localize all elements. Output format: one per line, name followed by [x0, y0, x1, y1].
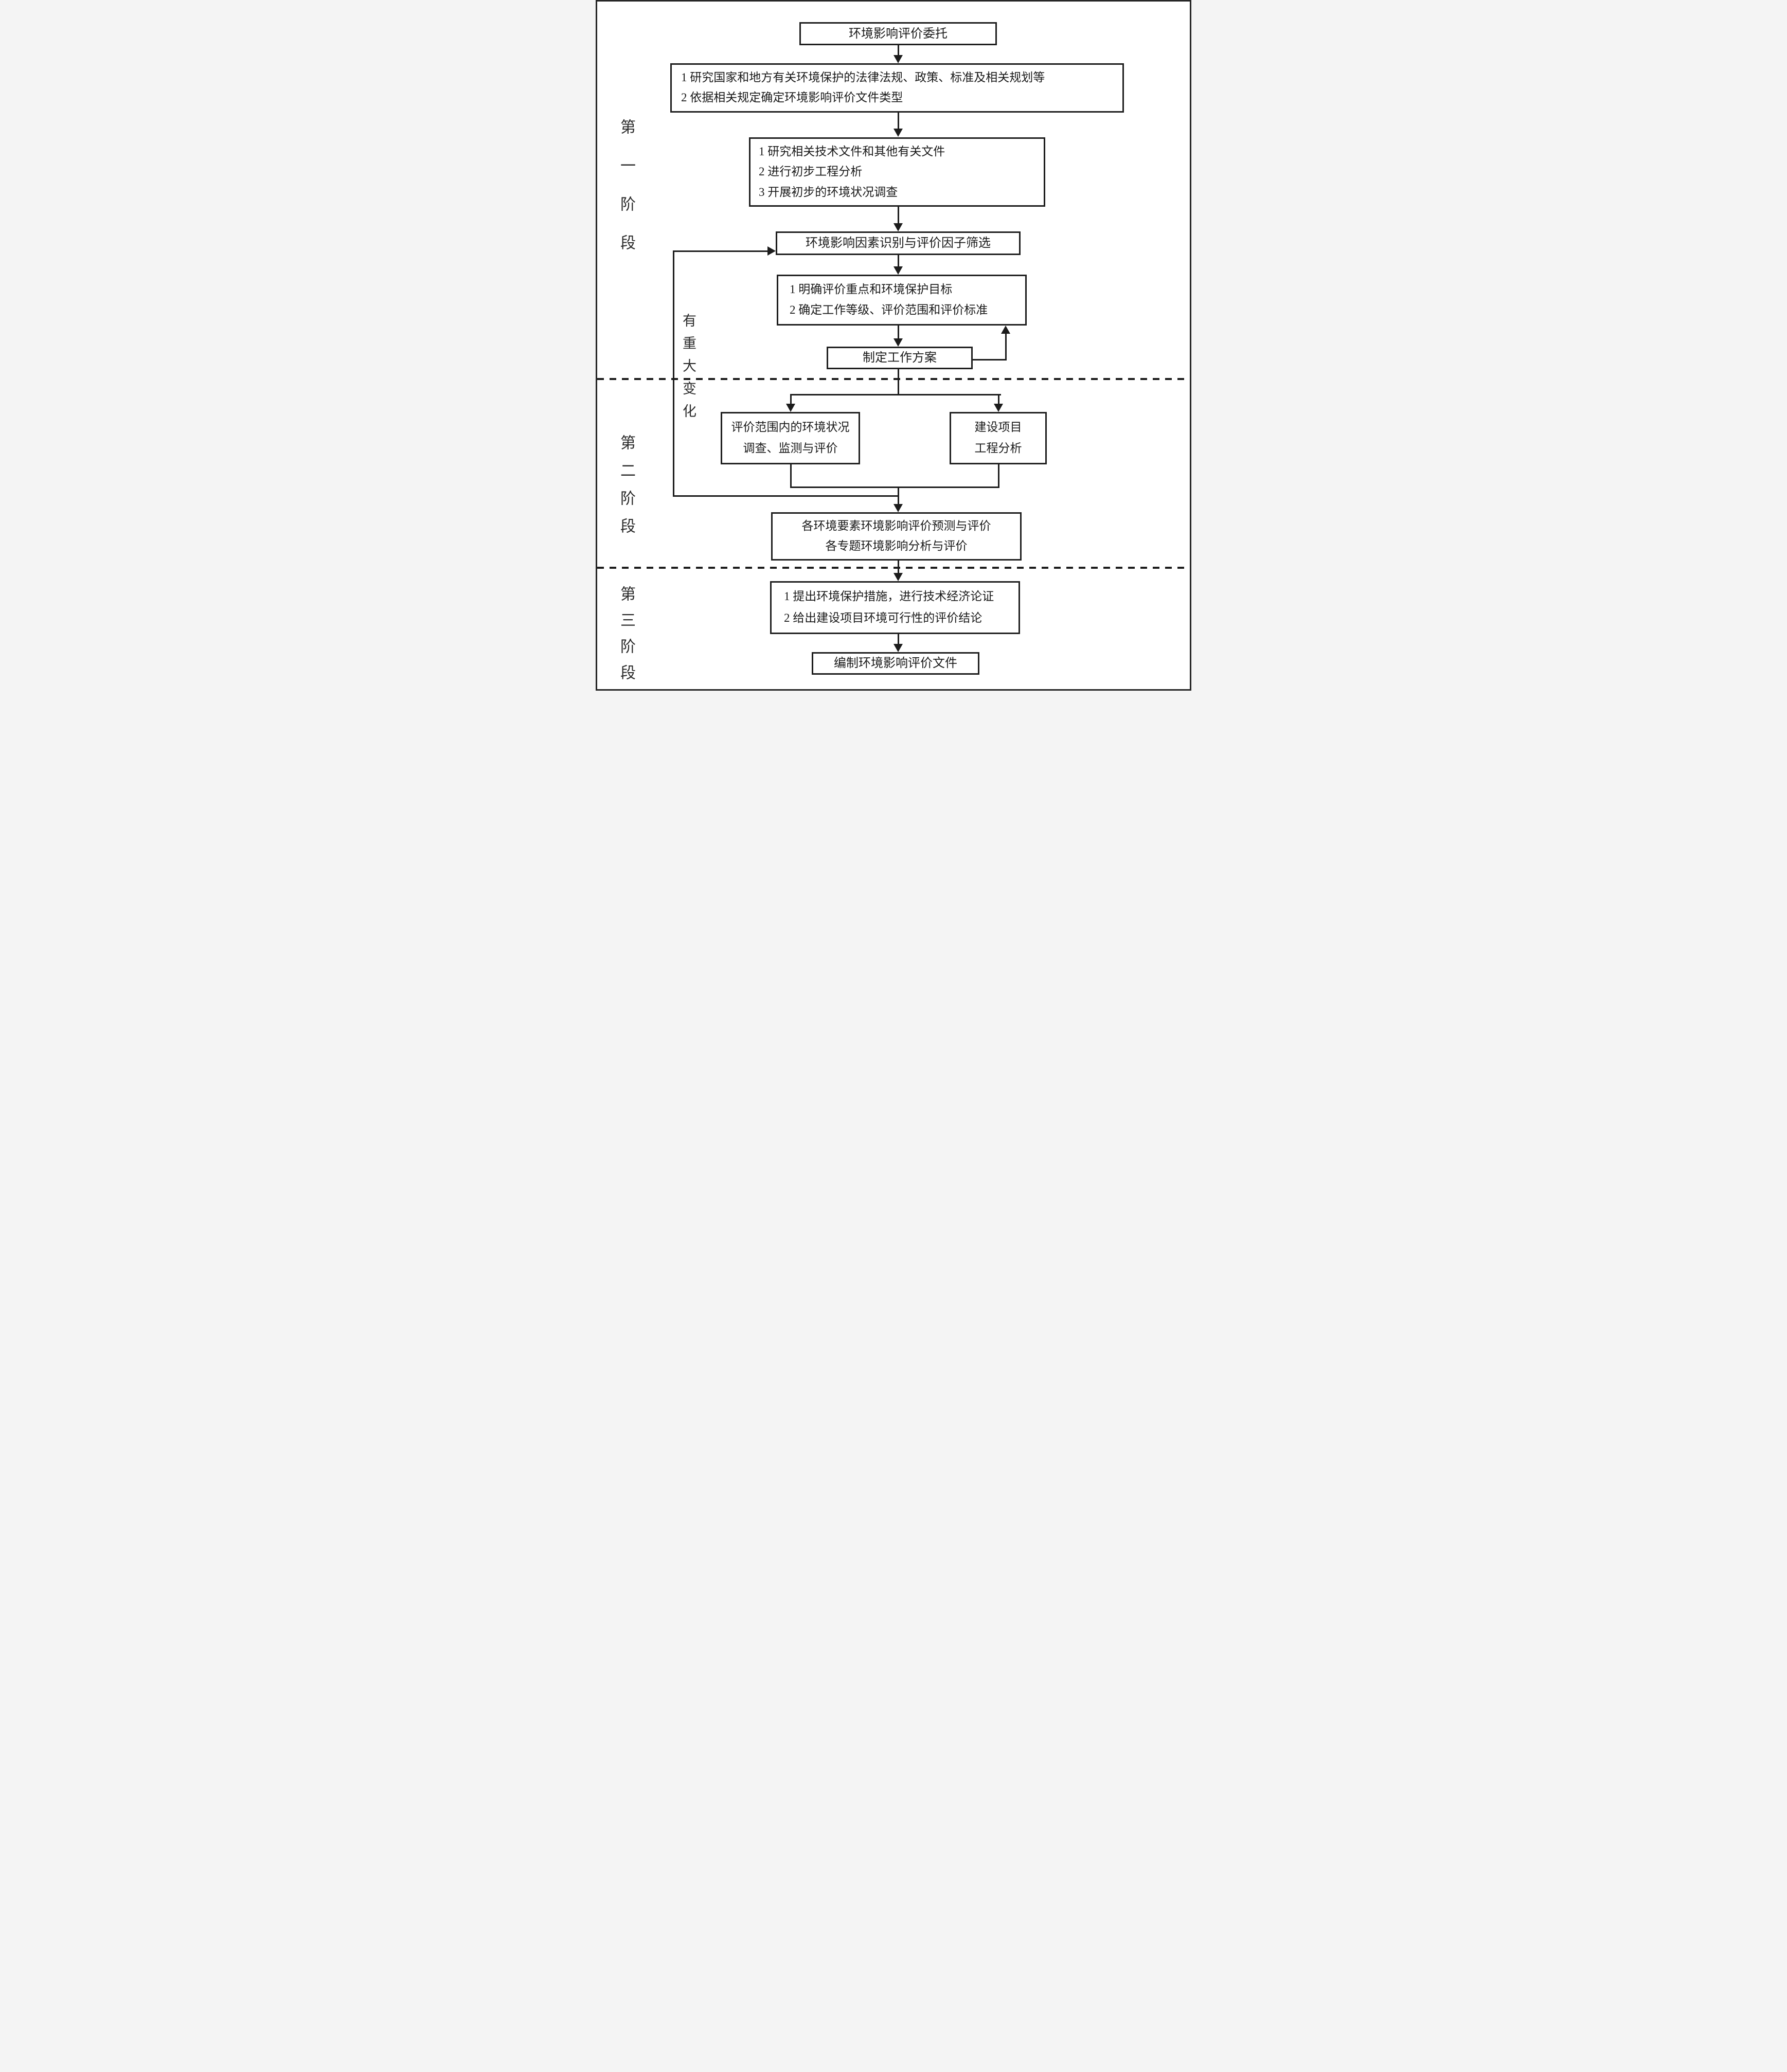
arrow-down-icon [786, 404, 795, 412]
stage-divider-1 [597, 378, 1190, 380]
node-research-tech: 1 研究相关技术文件和其他有关文件 2 进行初步工程分析 3 开展初步的环境状况… [749, 137, 1045, 207]
connector-line [790, 464, 792, 488]
arrow-down-icon [894, 644, 903, 652]
list-item: 2 进行初步工程分析 [759, 165, 863, 178]
major-change-loop-label: 有重大变化 [681, 313, 696, 426]
feedback-loop-left-line [673, 250, 674, 497]
connector-line [898, 45, 899, 56]
node-env-survey: 评价范围内的环境状况 调查、监测与评价 [721, 412, 860, 464]
list-item: 3 开展初步的环境状况调查 [759, 185, 898, 199]
arrow-down-icon [894, 266, 903, 275]
box-text-line: 建设项目 [974, 420, 1022, 434]
stage-1-label: 第一阶段 [618, 119, 635, 273]
node-research-laws: 1 研究国家和地方有关环境保护的法律法规、政策、标准及相关规划等 2 依据相关规… [670, 63, 1124, 113]
node-commission: 环境影响评价委托 [799, 22, 997, 45]
stage-divider-2 [597, 567, 1190, 569]
list-item: 1 研究国家和地方有关环境保护的法律法规、政策、标准及相关规划等 [681, 70, 1045, 84]
connector-line [898, 561, 899, 574]
arrow-down-icon [894, 573, 903, 581]
connector-line [898, 255, 899, 267]
connector-line [790, 394, 1001, 395]
node-factor-screening: 环境影响因素识别与评价因子筛选 [776, 231, 1021, 255]
list-item: 1 研究相关技术文件和其他有关文件 [759, 145, 945, 158]
node-define-scope: 1 明确评价重点和环境保护目标 2 确定工作等级、评价范围和评价标准 [777, 275, 1027, 326]
list-item: 2 给出建设项目环境可行性的评价结论 [784, 611, 982, 625]
node-work-plan-text: 制定工作方案 [863, 351, 937, 365]
node-measures: 1 提出环境保护措施，进行技术经济论证 2 给出建设项目环境可行性的评价结论 [770, 581, 1020, 634]
eia-workflow-diagram: 第一阶段 第二阶段 第三阶段 有重大变化 环境影响评价委托 1 研究国家和地方有… [596, 0, 1191, 691]
node-work-plan: 制定工作方案 [827, 347, 973, 369]
list-item: 2 确定工作等级、评价范围和评价标准 [790, 303, 988, 317]
box-text-line: 调查、监测与评价 [743, 442, 838, 455]
arrow-down-icon [994, 404, 1003, 412]
connector-line [898, 634, 899, 645]
node-compile-report-text: 编制环境影响评价文件 [834, 657, 957, 670]
workplan-feedback-line [1005, 333, 1007, 361]
arrow-right-icon [767, 246, 776, 256]
arrow-down-icon [894, 338, 903, 347]
node-prediction: 各环境要素环境影响评价预测与评价 各专题环境影响分析与评价 [771, 512, 1022, 561]
connector-line [998, 394, 999, 405]
connector-line [898, 326, 899, 339]
arrow-up-icon [1001, 326, 1010, 334]
box-text-line: 评价范围内的环境状况 [731, 420, 850, 434]
workplan-feedback-line [973, 359, 1007, 361]
connector-line [898, 113, 899, 130]
connector-line [998, 464, 999, 488]
feedback-loop-top-line [673, 250, 767, 252]
node-factor-screening-text: 环境影响因素识别与评价因子筛选 [806, 237, 991, 250]
node-commission-text: 环境影响评价委托 [849, 27, 948, 41]
arrow-down-icon [894, 504, 903, 512]
node-project-analysis: 建设项目 工程分析 [950, 412, 1047, 464]
list-item: 1 提出环境保护措施，进行技术经济论证 [784, 590, 994, 603]
stage-3-label: 第三阶段 [618, 586, 635, 691]
connector-line [790, 487, 999, 488]
box-text-line: 各环境要素环境影响评价预测与评价 [801, 519, 991, 533]
arrow-down-icon [894, 55, 903, 63]
connector-line [790, 394, 792, 405]
list-item: 1 明确评价重点和环境保护目标 [790, 282, 953, 296]
stage-2-label: 第二阶段 [618, 435, 635, 546]
box-text-line: 各专题环境影响分析与评价 [825, 539, 968, 553]
connector-line [898, 207, 899, 224]
feedback-loop-bottom-line [673, 495, 899, 497]
arrow-down-icon [894, 223, 903, 231]
arrow-down-icon [894, 129, 903, 137]
node-compile-report: 编制环境影响评价文件 [812, 652, 979, 675]
box-text-line: 工程分析 [974, 442, 1022, 455]
list-item: 2 依据相关规定确定环境影响评价文件类型 [681, 91, 903, 104]
connector-line [898, 369, 899, 395]
